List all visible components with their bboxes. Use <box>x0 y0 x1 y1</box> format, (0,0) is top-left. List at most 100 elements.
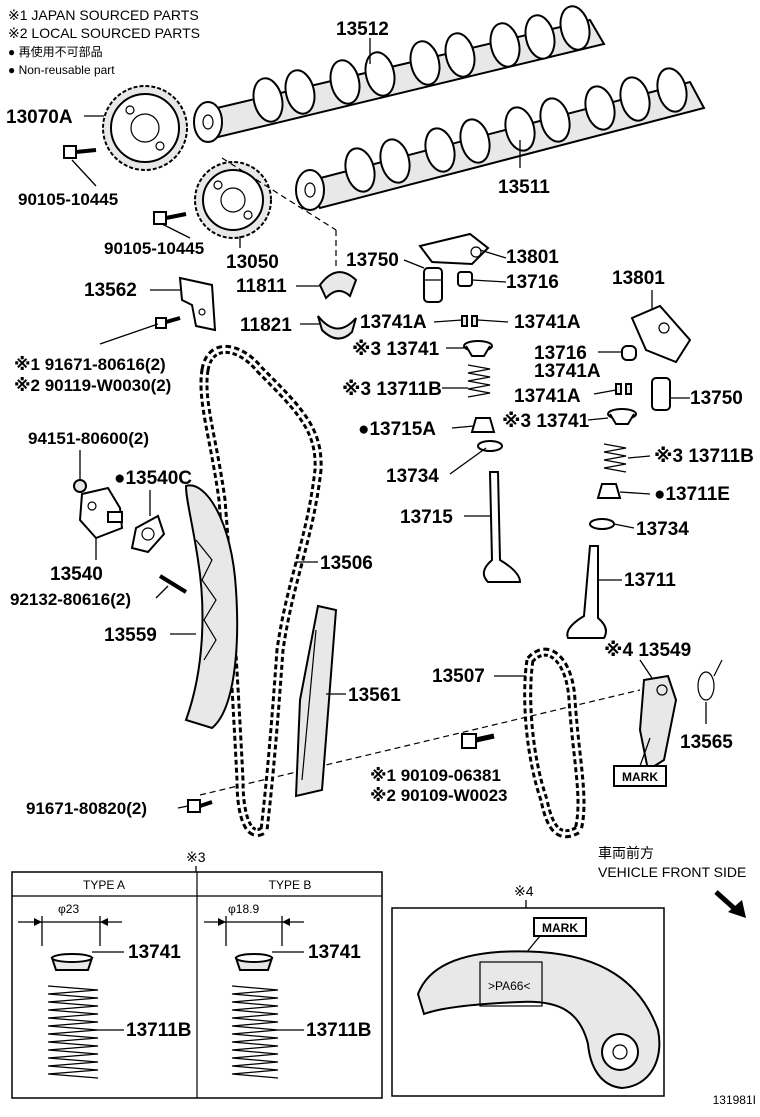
label-13561: 13561 <box>348 685 401 706</box>
label-13715a: ●13715A <box>358 419 436 440</box>
label-13734-b: 13734 <box>636 519 689 540</box>
label-13559: 13559 <box>104 625 157 646</box>
seal-13715a <box>470 417 496 433</box>
keepers-13741a-top <box>461 315 478 327</box>
valve-13715 <box>482 471 522 583</box>
label-13506: 13506 <box>320 553 373 574</box>
stud-92132 <box>158 574 188 594</box>
label-13711e: ●13711E <box>654 484 730 505</box>
label-90105-a: 90105-10445 <box>18 190 118 209</box>
label-13711b-right: ※3 13711B <box>654 446 754 467</box>
bolt-91671-80820 <box>187 799 213 813</box>
seal-13711e <box>596 483 622 499</box>
cam-timing-gear-13070a <box>102 85 188 171</box>
label-13562: 13562 <box>84 280 137 301</box>
label-94151: 94151-80600(2) <box>28 429 149 448</box>
label-13540c: ●13540C <box>114 468 192 489</box>
label-90109-w0023: ※2 90109-W0023 <box>370 786 508 805</box>
label-90109-06381: ※1 90109-06381 <box>370 766 501 785</box>
label-13741a-b2: 13741A <box>514 386 581 407</box>
part-labels: 13512 13070A 13511 90105-10445 90105-104… <box>6 19 754 818</box>
label-13070a: 13070A <box>6 107 73 128</box>
valve-13711 <box>566 545 607 639</box>
note-japan-sourced: ※1 JAPAN SOURCED PARTS <box>8 7 199 23</box>
label-13549: ※4 13549 <box>604 640 691 661</box>
label-13511: 13511 <box>498 177 550 198</box>
cam-timing-gear-13050 <box>194 161 272 239</box>
lash-adjuster-13750-left <box>423 267 443 303</box>
chain-damper-13561 <box>294 604 338 798</box>
gasket-13540c <box>130 514 166 554</box>
rocker-arm-13801-top <box>418 232 490 266</box>
retainer-13741-right <box>607 408 637 425</box>
type-b-header: TYPE B <box>269 878 312 892</box>
rocker-arm-13801-right <box>630 304 692 364</box>
label-90119: ※2 90119-W0030(2) <box>14 376 171 395</box>
label-91671-80820: 91671-80820(2) <box>26 799 147 818</box>
tensioner-arm-13549 <box>638 674 678 772</box>
nut-94151 <box>73 479 87 493</box>
lash-adjuster-13750-right <box>651 377 671 411</box>
label-13801-a: 13801 <box>506 247 559 268</box>
label-13741-right: ※3 13741 <box>502 411 590 432</box>
label-13734-a: 13734 <box>386 466 439 487</box>
roller-13716-top <box>457 271 473 287</box>
bolt-90105-lower <box>153 211 187 225</box>
spring-type-a <box>47 985 99 1079</box>
label-13741a-right: 13741A <box>514 312 581 333</box>
label-13512: 13512 <box>336 19 389 40</box>
retainer-type-b <box>234 953 274 971</box>
bearing-11821 <box>317 315 357 340</box>
tensioner-slipper-13559 <box>184 484 239 730</box>
legend-notes: ※1 JAPAN SOURCED PARTS ※2 LOCAL SOURCED … <box>8 7 200 77</box>
tensioner-arm-detail: >PA66< <box>416 950 661 1090</box>
roller-13716-right <box>621 345 637 361</box>
label-type-b-13711b: 13711B <box>306 1020 372 1041</box>
label-13750-a: 13750 <box>346 250 399 271</box>
spring-13711b-left <box>467 364 491 398</box>
detail-4-mark-label: MARK <box>542 921 578 935</box>
bolt-91671-80616 <box>155 316 181 329</box>
retainer-type-a <box>50 953 94 971</box>
label-type-a-13741: 13741 <box>128 942 181 963</box>
note-nonreusable-jp: ● 再使用不可部品 <box>8 44 103 59</box>
leader-lines <box>71 38 707 809</box>
diagram-id: 131981I <box>713 1093 756 1107</box>
label-13741a-left: 13741A <box>360 312 427 333</box>
label-13507: 13507 <box>432 666 485 687</box>
label-type-a-13711b: 13711B <box>126 1020 192 1041</box>
note-local-sourced: ※2 LOCAL SOURCED PARTS <box>8 25 200 41</box>
spring-13711b-right <box>603 443 627 473</box>
washer-13734-left <box>477 440 503 452</box>
label-13711: 13711 <box>624 570 676 591</box>
detail-3-ref: ※3 <box>186 849 206 865</box>
label-91671-80616: ※1 91671-80616(2) <box>14 355 166 374</box>
mark-label: MARK <box>622 770 658 784</box>
label-13565: 13565 <box>680 732 733 753</box>
bolt-90105-upper <box>63 145 97 159</box>
retainer-13741-left <box>463 340 493 357</box>
plate-13562 <box>178 276 217 332</box>
detail-3-panel: ※3 TYPE A TYPE B φ23 13741 13711B φ18.9 <box>11 849 383 1099</box>
label-11821: 11821 <box>240 315 292 336</box>
camshaft-13511 <box>295 67 706 211</box>
camshaft-13512 <box>193 5 606 143</box>
mark-callout: MARK <box>613 737 667 787</box>
diameter-b: φ18.9 <box>228 902 259 916</box>
label-13716-a: 13716 <box>506 272 559 293</box>
label-13801-b: 13801 <box>612 268 665 289</box>
label-type-b-13741: 13741 <box>308 942 361 963</box>
note-nonreusable-en: ● Non-reusable part <box>8 63 115 77</box>
detail-4-stamp: >PA66< <box>488 979 530 993</box>
spring-13565 <box>697 659 723 701</box>
diameter-a: φ23 <box>58 902 79 916</box>
spring-type-b <box>231 985 279 1079</box>
label-13540: 13540 <box>50 564 103 585</box>
type-a-header: TYPE A <box>83 878 125 892</box>
detail-4-panel: ※4 MARK >PA66< <box>391 883 665 1097</box>
arrow-down-right-icon <box>728 900 746 918</box>
label-92132: 92132-80616(2) <box>10 590 131 609</box>
keepers-13741a-right <box>615 383 632 395</box>
